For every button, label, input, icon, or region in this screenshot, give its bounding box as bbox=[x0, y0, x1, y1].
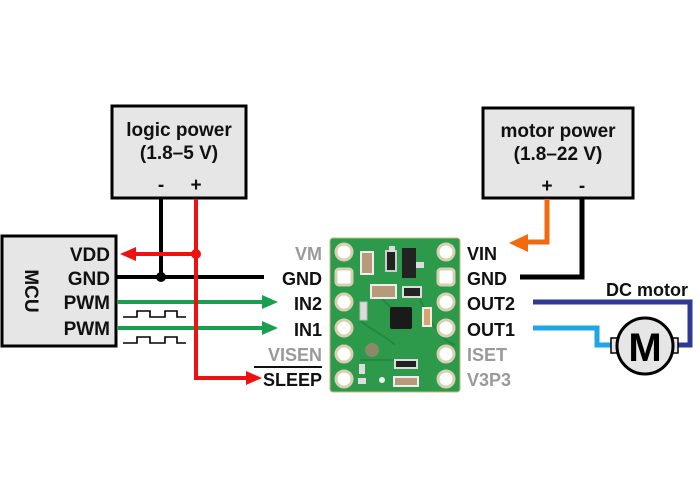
pin-label-sleep: SLEEP bbox=[263, 370, 322, 390]
mcu-title: MCU bbox=[20, 269, 41, 312]
right-pin-labels: VIN GND OUT2 OUT1 ISET V3P3 bbox=[467, 244, 515, 390]
capacitor-component bbox=[370, 284, 397, 299]
pin-label-out2: OUT2 bbox=[467, 294, 515, 314]
sleep-arrow-icon bbox=[246, 371, 262, 385]
logic-power-range: (1.8–5 V) bbox=[140, 143, 218, 164]
logic-power-plus-label: + bbox=[190, 175, 201, 196]
pin-label-visen: VISEN bbox=[268, 345, 322, 365]
logic-power-wire bbox=[194, 199, 250, 380]
in1-arrow-icon bbox=[262, 321, 278, 335]
ground-junction-dot bbox=[156, 272, 166, 282]
mcu-pin-gnd: GND bbox=[68, 269, 110, 290]
diode-component bbox=[385, 250, 397, 272]
motor-power-range: (1.8–22 V) bbox=[514, 144, 603, 165]
dc-motor-label: DC motor bbox=[606, 280, 688, 300]
resistor-component bbox=[402, 286, 422, 298]
motor-driver-board bbox=[329, 237, 461, 393]
logic-power-title: logic power bbox=[126, 120, 232, 141]
pwm-waveform-icon bbox=[123, 336, 186, 344]
logic-wiring bbox=[117, 199, 278, 385]
pin-label-vm: VM bbox=[295, 244, 322, 264]
logic-power-minus-label: - bbox=[158, 175, 164, 196]
out1-wire bbox=[533, 325, 612, 348]
vdd-arrow-icon bbox=[120, 247, 136, 261]
motor-ground-wire bbox=[520, 199, 585, 280]
pin-label-gnd-right: GND bbox=[467, 269, 507, 289]
mcu-box: MCU VDD GND PWM PWM bbox=[0, 234, 118, 348]
right-header-pins bbox=[436, 242, 456, 389]
mcu-pin-pwm-1: PWM bbox=[64, 293, 110, 314]
in2-arrow-icon bbox=[262, 295, 278, 309]
out2-wire bbox=[533, 299, 693, 348]
mcu-pin-vdd: VDD bbox=[70, 245, 110, 266]
motor-body-icon bbox=[615, 316, 675, 376]
pin-label-v3p3: V3P3 bbox=[467, 370, 511, 390]
capacitor-component bbox=[360, 251, 374, 275]
logic-power-box: logic power (1.8–5 V) - + bbox=[110, 104, 248, 200]
driver-ic-chip bbox=[390, 307, 412, 329]
motor-power-title: motor power bbox=[500, 121, 616, 142]
pin-label-in1: IN1 bbox=[294, 320, 322, 340]
transistor-component bbox=[402, 248, 416, 278]
vin-arrow-icon bbox=[509, 234, 528, 252]
motor-power-minus-label: - bbox=[579, 176, 585, 197]
pin-label-iset: ISET bbox=[467, 345, 507, 365]
pwm-waveform-icon bbox=[123, 310, 186, 318]
dc-motor: DC motor M bbox=[606, 280, 688, 376]
left-pin-labels: VM GND IN2 IN1 VISEN SLEEP bbox=[254, 244, 322, 390]
pin-label-vin: VIN bbox=[467, 244, 497, 264]
mcu-pin-pwm-2: PWM bbox=[64, 319, 110, 340]
pin-label-in2: IN2 bbox=[294, 294, 322, 314]
left-header-pins bbox=[334, 242, 354, 389]
via-pad bbox=[365, 343, 379, 357]
logic-power-junction-dot bbox=[191, 249, 201, 259]
motor-power-wire bbox=[525, 199, 550, 245]
motor-wiring bbox=[509, 199, 693, 348]
motor-power-plus-label: + bbox=[541, 176, 552, 197]
motor-power-box: motor power (1.8–22 V) + - bbox=[481, 106, 635, 200]
motor-symbol: M bbox=[628, 326, 661, 370]
pin-label-gnd-left: GND bbox=[282, 269, 322, 289]
pin-label-out1: OUT1 bbox=[467, 320, 515, 340]
